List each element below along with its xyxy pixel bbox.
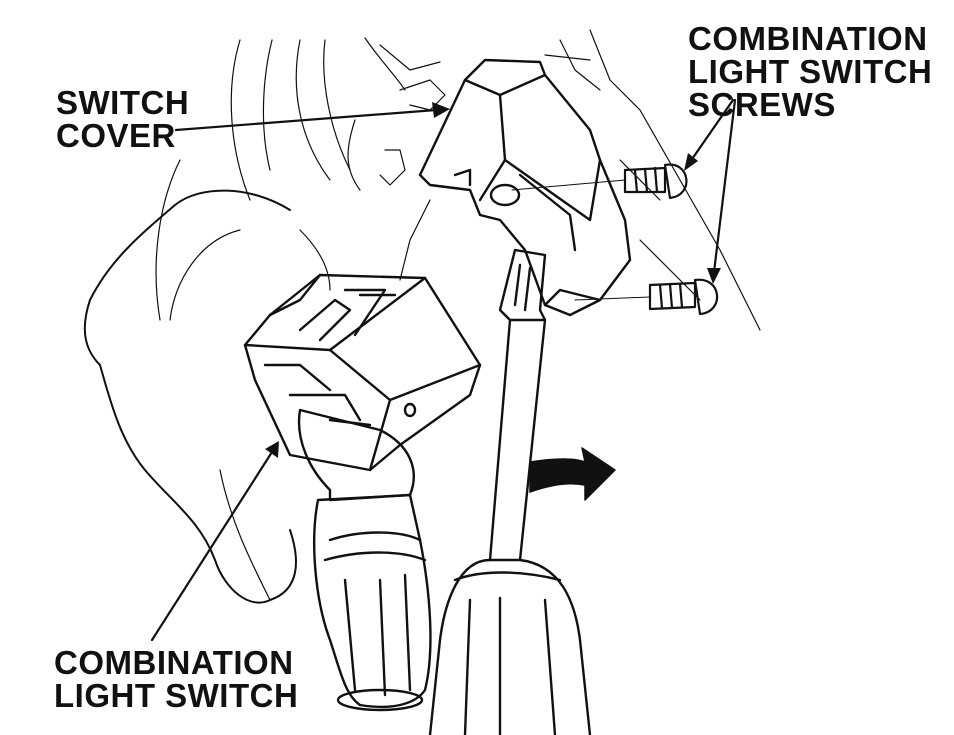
switch-cover-shape	[418, 58, 632, 317]
column-shroud-inner-line	[299, 229, 331, 291]
background-dashboard-lines	[155, 29, 761, 601]
screw-alignment-lines	[511, 179, 651, 301]
arrowhead-screw-bottom	[707, 268, 721, 284]
leader-light-switch	[150, 450, 274, 642]
label-leader-lines	[150, 98, 737, 642]
label-light-switch-line-1: COMBINATION	[54, 644, 294, 681]
label-screws-line-2: LIGHT SWITCH	[688, 53, 933, 90]
arrowhead-screw-top	[684, 153, 698, 171]
label-switch-cover-line-2: COVER	[56, 117, 176, 154]
leader-screw-bottom	[712, 98, 737, 274]
label-light-switch-line-2: LIGHT SWITCH	[54, 677, 299, 714]
label-switch-cover: SWITCH COVER	[56, 86, 189, 152]
leader-screw-top	[688, 98, 735, 164]
label-switch-cover-line-1: SWITCH	[56, 84, 190, 121]
screw-top	[623, 163, 688, 200]
leader-arrowheads	[265, 102, 721, 458]
label-screws-line-3: SCREWS	[688, 86, 836, 123]
label-combination-light-switch: COMBINATION LIGHT SWITCH	[54, 646, 298, 712]
column-shroud-outline	[83, 189, 297, 604]
arrowhead-light-switch	[265, 441, 279, 458]
arrowhead-switch-cover	[432, 102, 450, 118]
screwdriver	[428, 248, 592, 735]
screw-bottom	[648, 278, 719, 316]
switch-lever	[297, 408, 432, 712]
leader-switch-cover	[174, 108, 438, 132]
label-combination-light-switch-screws: COMBINATION LIGHT SWITCH SCREWS	[688, 22, 932, 121]
label-screws-line-1: COMBINATION	[688, 20, 928, 57]
combination-switch-body	[243, 273, 482, 472]
rotation-arrow	[529, 447, 616, 501]
